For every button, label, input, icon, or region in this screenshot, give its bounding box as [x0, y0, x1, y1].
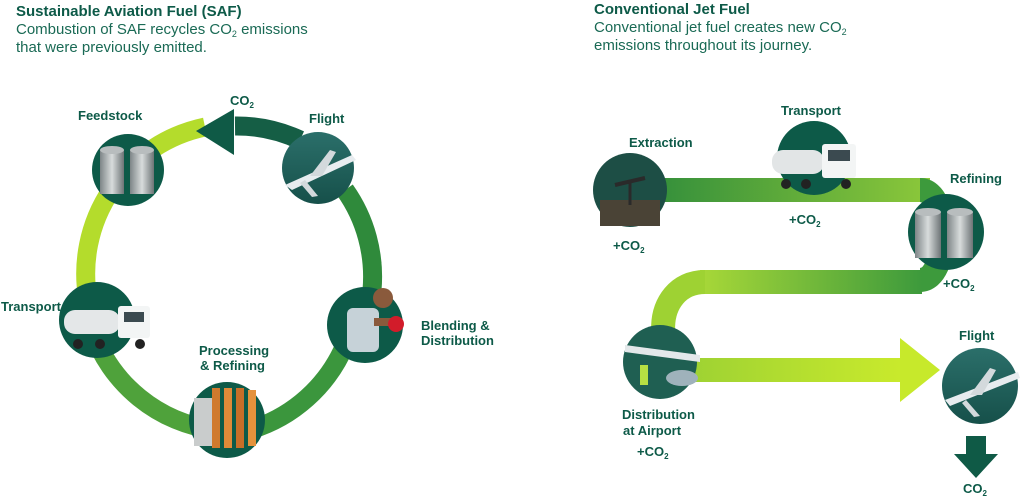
saf-title: Sustainable Aviation Fuel (SAF)	[16, 3, 242, 20]
conventional-arrowhead	[900, 338, 940, 402]
flight-label: Flight	[309, 111, 345, 126]
processing-label-line1: Processing	[199, 343, 270, 358]
refining-image	[908, 194, 984, 270]
blending-label-line1: Blending &	[421, 318, 490, 333]
processing-image	[189, 382, 265, 458]
distribution-label-line2: at Airport	[623, 423, 682, 438]
transport-co2: +CO2	[789, 212, 821, 229]
flight-right-label: Flight	[959, 328, 995, 343]
saf-subtitle-line1: Combustion of SAF recycles CO2 emissions	[16, 21, 308, 39]
extraction-image	[593, 153, 667, 227]
flight-co2: CO2	[963, 481, 987, 498]
feedstock-label: Feedstock	[78, 108, 143, 123]
transport-label: Transport	[1, 299, 61, 314]
blending-image	[327, 287, 404, 363]
saf-subtitle-line2: that were previously emitted.	[16, 39, 207, 56]
distribution-co2: +CO2	[637, 444, 669, 461]
distribution-label-line1: Distribution	[622, 407, 695, 422]
conventional-title: Conventional Jet Fuel	[594, 1, 750, 18]
extraction-co2: +CO2	[613, 238, 645, 255]
saf-cycle-arrowhead	[196, 109, 234, 155]
flight-image	[282, 132, 356, 204]
saf-co2-label: CO2	[230, 93, 254, 110]
feedstock-image	[92, 134, 164, 206]
distribution-image	[623, 325, 700, 399]
transport-right-image	[772, 121, 856, 195]
processing-label-line2: & Refining	[200, 358, 265, 373]
flight-right-image	[942, 348, 1020, 424]
emission-down-arrow	[954, 436, 998, 478]
extraction-label: Extraction	[629, 135, 693, 150]
transport-image	[59, 282, 150, 358]
refining-label: Refining	[950, 171, 1002, 186]
conventional-subtitle-line1: Conventional jet fuel creates new CO2	[594, 19, 847, 37]
transport-right-label: Transport	[781, 103, 841, 118]
refining-co2: +CO2	[943, 276, 975, 293]
conventional-subtitle-line2: emissions throughout its journey.	[594, 37, 813, 54]
blending-label-line2: Distribution	[421, 333, 494, 348]
